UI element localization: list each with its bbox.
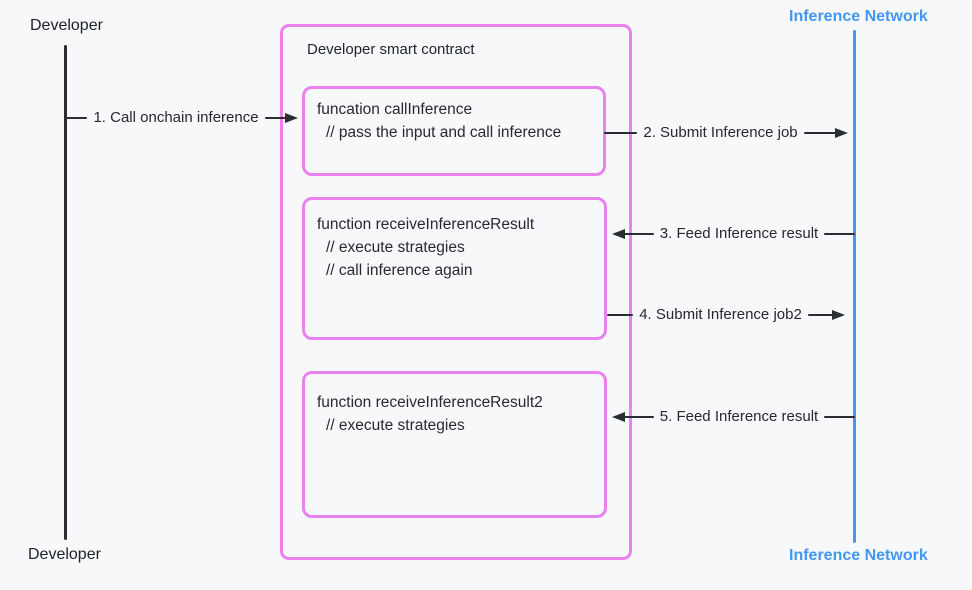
function-box-receiveInferenceResult2: function receiveInferenceResult2 // exec… (302, 371, 607, 518)
arrow-line (623, 232, 654, 236)
arrow-line (824, 232, 855, 236)
arrow-label: 4. Submit Inference job2 (639, 306, 802, 323)
arrow-label: 3. Feed Inference result (659, 225, 819, 242)
function-box-callInference: funcation callInference // pass the inpu… (302, 86, 606, 176)
developer-lifeline (64, 45, 67, 540)
arrow-submit-inference-job2: 4. Submit Inference job2 (607, 305, 846, 325)
code-comment: // pass the input and call inference (326, 124, 562, 141)
inference-network-lifeline (853, 30, 856, 543)
arrow-line (807, 313, 835, 317)
arrow-line (65, 116, 88, 120)
arrow-label: 2. Submit Inference job (643, 124, 798, 141)
code-comment: // execute strategies (326, 417, 465, 434)
arrow-line (607, 313, 634, 317)
arrow-submit-inference-job: 2. Submit Inference job (604, 123, 849, 143)
arrow-line (824, 415, 855, 419)
arrowhead-right-icon (285, 113, 299, 123)
code-comment: // execute strategies (326, 239, 465, 256)
arrow-line (264, 116, 288, 120)
code-line: function receiveInferenceResult (317, 216, 535, 233)
contract-title: Developer smart contract (307, 41, 475, 58)
arrowhead-left-icon (612, 229, 625, 239)
arrow-line (803, 131, 838, 135)
arrow-label: 5. Feed Inference result (659, 408, 819, 425)
arrowhead-left-icon (612, 412, 625, 422)
developer-label-top: Developer (30, 17, 103, 34)
arrow-feed-inference-result: 3. Feed Inference result (612, 224, 855, 244)
code-comment: // call inference again (326, 262, 473, 279)
inference-network-label-top: Inference Network (789, 8, 928, 25)
developer-label-bottom: Developer (28, 546, 101, 563)
arrowhead-right-icon (835, 128, 849, 138)
arrowhead-right-icon (832, 310, 846, 320)
arrow-line (604, 131, 638, 135)
arrow-label: 1. Call onchain inference (93, 109, 259, 126)
function-box-receiveInferenceResult: function receiveInferenceResult // execu… (302, 197, 607, 340)
code-line: funcation callInference (317, 101, 473, 118)
arrow-feed-inference-result-2: 5. Feed Inference result (612, 407, 855, 427)
code-line: function receiveInferenceResult2 (317, 394, 543, 411)
arrow-line (623, 415, 654, 419)
inference-network-label-bottom: Inference Network (789, 547, 928, 564)
developer-smart-contract-box: Developer smart contract funcation callI… (280, 24, 632, 560)
arrow-call-onchain-inference: 1. Call onchain inference (65, 108, 299, 128)
